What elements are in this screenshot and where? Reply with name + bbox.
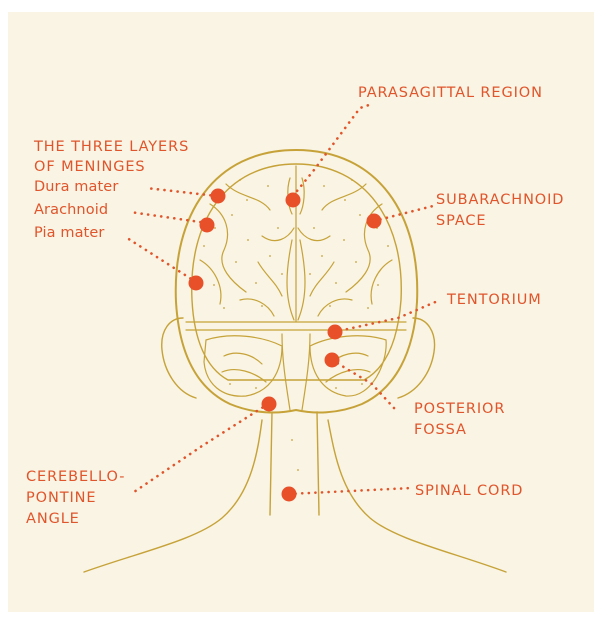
label-posterior-line1: POSTERIOR (414, 398, 505, 420)
leader-posterior (332, 360, 394, 408)
label-pia-mater: Pia mater (34, 222, 104, 244)
head-outline (84, 318, 506, 572)
markers (189, 189, 382, 502)
label-subarachnoid-line2: SPACE (436, 210, 486, 232)
marker-cerebellopontine (262, 397, 277, 412)
marker-posterior-fossa (325, 353, 340, 368)
label-cerebello-line3: ANGLE (26, 508, 80, 530)
label-meninges-title-line2: OF MENINGES (34, 156, 146, 178)
leader-cerebello (134, 404, 268, 492)
label-spinal-cord: SPINAL CORD (415, 480, 523, 502)
leader-lines (124, 104, 440, 494)
label-subarachnoid-line1: SUBARACHNOID (436, 189, 564, 211)
label-tentorium: TENTORIUM (447, 289, 542, 311)
label-cerebello-line2: PONTINE (26, 487, 96, 509)
marker-pia (189, 276, 204, 291)
marker-subarachnoid (367, 214, 382, 229)
marker-arachnoid (200, 218, 215, 233)
label-cerebello-line1: CEREBELLO- (26, 466, 125, 488)
label-posterior-line2: FOSSA (414, 419, 467, 441)
label-arachnoid: Arachnoid (34, 199, 108, 221)
leader-pia (124, 236, 196, 282)
leader-arachnoid (130, 212, 207, 223)
marker-spinal-cord (282, 487, 297, 502)
marker-tentorium (328, 325, 343, 340)
label-dura-mater: Dura mater (34, 176, 118, 198)
label-parasagittal-region: PARASAGITTAL REGION (358, 82, 543, 104)
marker-dura (211, 189, 226, 204)
label-meninges-title-line1: THE THREE LAYERS (34, 136, 189, 158)
marker-parasagittal (286, 193, 301, 208)
leader-tentorium (334, 300, 440, 332)
